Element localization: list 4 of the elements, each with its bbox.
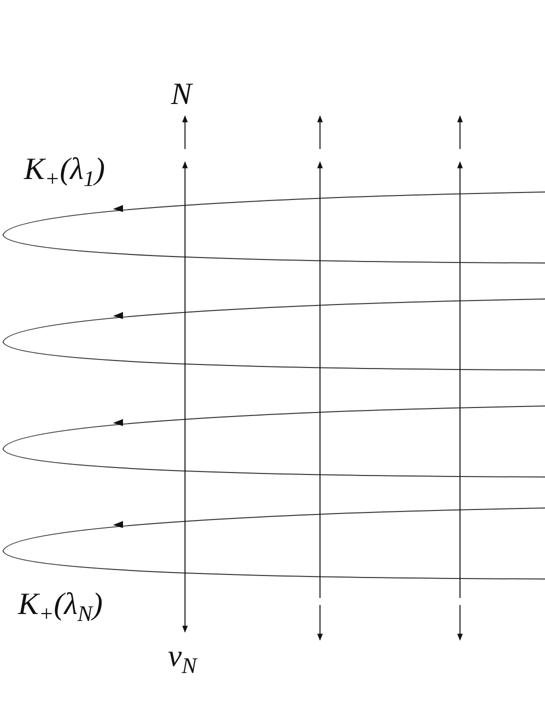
math-label: K$_{+}$(λ$_{1}$) [24, 153, 105, 190]
math-label: N [171, 78, 192, 109]
math-label: K$_{+}$(λ$_{N}$) [18, 588, 103, 626]
math-label: ν$_{N}$ [168, 640, 197, 678]
